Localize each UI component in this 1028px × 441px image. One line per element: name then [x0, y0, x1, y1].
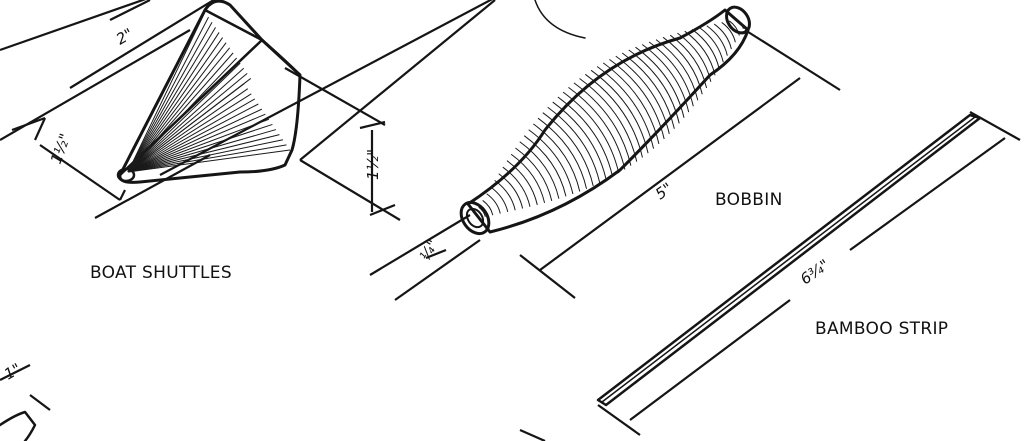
bamboo-strip-label: BAMBOO STRIP [815, 319, 948, 339]
shuttle-hatch-line [127, 72, 248, 173]
partial-tool-drawing [0, 364, 546, 441]
bobbin-ring-line [542, 112, 594, 187]
bobbin-ring-line [562, 91, 620, 174]
shuttle-hatch-line [127, 57, 238, 173]
bobbin-ring-line [573, 82, 632, 166]
shuttle-hatch-line [127, 21, 213, 173]
bobbin-ring-line [691, 28, 720, 69]
shuttle-hatch-line [127, 103, 259, 173]
bobbin-ring-line [669, 34, 708, 89]
shuttle-hatch-line [127, 42, 227, 173]
bobbin-ring-line [533, 123, 581, 192]
bobbin-ring-line [528, 129, 574, 195]
shuttle-width-dimension: 1½" [47, 131, 75, 166]
bobbin-ring-line [584, 73, 643, 158]
bobbin-ring-line [621, 52, 675, 129]
bobbin-ring-line [547, 106, 601, 184]
strip-length-dimension: 6¾" [797, 256, 833, 289]
bobbin-ring-line [699, 27, 724, 63]
bobbin-ring-line [537, 117, 588, 189]
shuttle-hatch-line [127, 67, 245, 173]
shuttle-hatch-line [127, 108, 263, 173]
shuttle-hatch-line [127, 98, 256, 173]
bobbin-ring-line [568, 86, 626, 170]
bobbin-length-dimension: 5" [652, 179, 676, 203]
bobbin-ring-line [579, 78, 638, 162]
shuttle-hatch-line [127, 129, 277, 173]
shuttle-hatch-line [127, 16, 209, 173]
bobbin-ring-line [482, 200, 494, 216]
bobbin-ring-line [655, 39, 699, 101]
shuttle-hatch-line [127, 83, 245, 173]
shuttle-height-dimension: 1½" [364, 149, 382, 180]
bobbin-ring-line [641, 44, 690, 113]
shuttle-hatch-line [127, 32, 220, 173]
bobbin-ring-line [684, 30, 716, 76]
bobbin-ring-line [523, 135, 567, 197]
bobbin-ring-line [552, 101, 607, 181]
bobbin-ring-line [635, 46, 685, 118]
bobbin-ring-line [713, 23, 732, 50]
bobbin-ring-line [490, 186, 509, 213]
bamboo-strip-drawing [596, 111, 1021, 436]
shuttle-length-dimension: 2" [113, 25, 136, 49]
bobbin-ring-line [736, 18, 744, 29]
bobbin-end-dimension: ¼" [416, 236, 442, 264]
bobbin-ring-line [728, 20, 740, 36]
boat-shuttle-drawing [0, 0, 496, 221]
bobbin-ring-line [602, 62, 660, 144]
bobbin-ring-line [590, 69, 649, 154]
shuttle-hatch-line [127, 118, 270, 173]
bobbin-ring-line [557, 96, 614, 177]
shuttle-hatch-line [127, 27, 216, 173]
shuttle-hatch-line [127, 134, 280, 173]
shuttle-hatch-line [127, 139, 284, 173]
shuttle-hatch-line [127, 52, 234, 173]
corner-dimension: 1" [1, 360, 24, 384]
bobbin-ring-line [515, 147, 553, 201]
bobbin-ring-line [648, 41, 694, 107]
bobbin-ring-line [519, 141, 560, 199]
bobbin-ring-line [494, 179, 516, 211]
bobbin-ring-line [502, 166, 531, 207]
bobbin-drawing [369, 0, 841, 301]
bobbin-ring-line [506, 160, 538, 205]
bobbin-ring-line [609, 58, 665, 140]
bobbin-ring-line [596, 66, 655, 149]
boat-shuttles-label: BOAT SHUTTLES [90, 263, 232, 283]
shuttle-hatch-line [127, 123, 273, 173]
bobbin-label: BOBBIN [715, 190, 783, 210]
bobbin-ring-line [677, 32, 712, 82]
bobbin-ring-line [628, 49, 680, 124]
bobbin-ring-line [498, 173, 524, 209]
shuttle-hatch-line [127, 11, 206, 173]
shuttle-hatch-line [127, 93, 252, 173]
shuttle-hatch-line [127, 149, 291, 173]
bobbin-ring-line [615, 55, 670, 135]
shuttle-hatch-line [127, 88, 249, 173]
bobbin-ring-line [662, 36, 703, 95]
shuttle-hatch-line [127, 62, 241, 173]
shuttle-hatch-line [127, 37, 224, 173]
shuttle-hatch-line [127, 113, 266, 173]
shuttle-hatch-line [127, 47, 231, 173]
shuttle-hatch-line [127, 144, 287, 173]
bobbin-ring-line [706, 25, 728, 56]
bobbin-ring-line [721, 22, 736, 43]
bobbin-ring-line [486, 193, 501, 214]
bobbin-ring-line [478, 206, 486, 217]
bobbin-ring-line [510, 153, 546, 203]
